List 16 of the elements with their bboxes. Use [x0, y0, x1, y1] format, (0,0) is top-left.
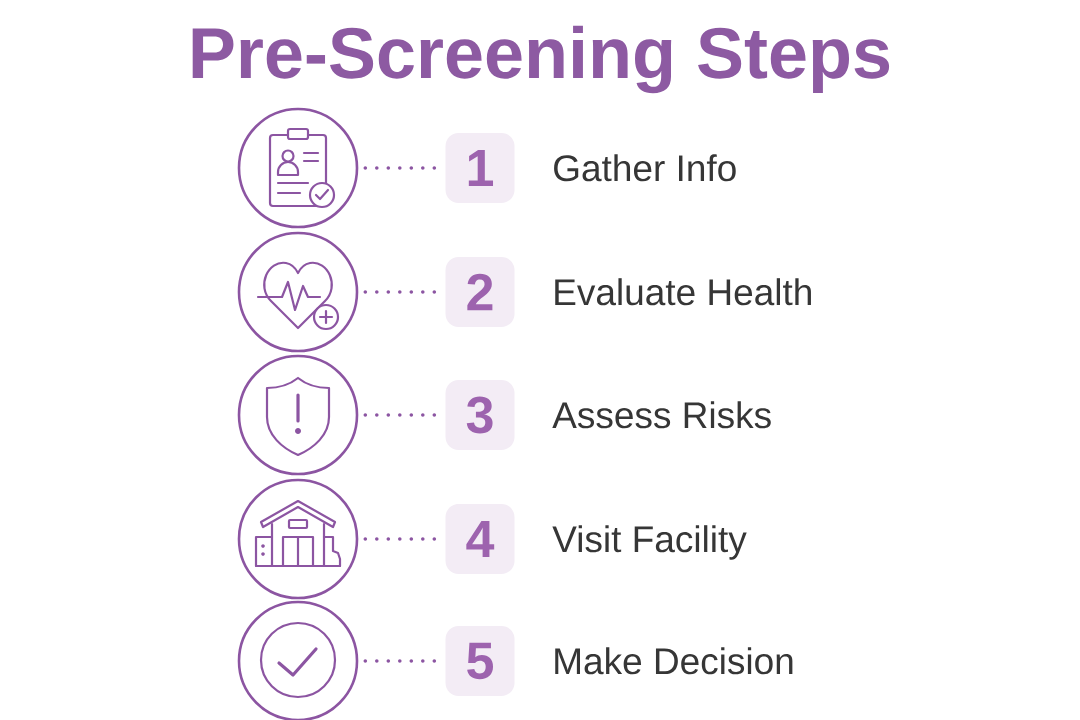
step-number-box: 2 [445, 257, 515, 327]
step-label: Visit Facility [552, 525, 747, 560]
dotted-connector [363, 659, 438, 663]
step-label: Assess Risks [552, 401, 771, 429]
step-number-box: 3 [445, 380, 515, 450]
step-number-box: 5 [445, 626, 515, 696]
dotted-connector [363, 537, 438, 541]
title: Pre-Screening Steps [192, 25, 890, 94]
step-label: Gather Info [554, 154, 736, 182]
step-number-box: 4 [445, 504, 515, 574]
dotted-connector [363, 290, 438, 294]
step-number-box: 1 [445, 133, 515, 203]
step-label: Evaluate Health [555, 278, 811, 306]
step-label: Make Decision [555, 647, 793, 675]
dotted-connector [363, 413, 438, 417]
dotted-connector [363, 166, 438, 170]
